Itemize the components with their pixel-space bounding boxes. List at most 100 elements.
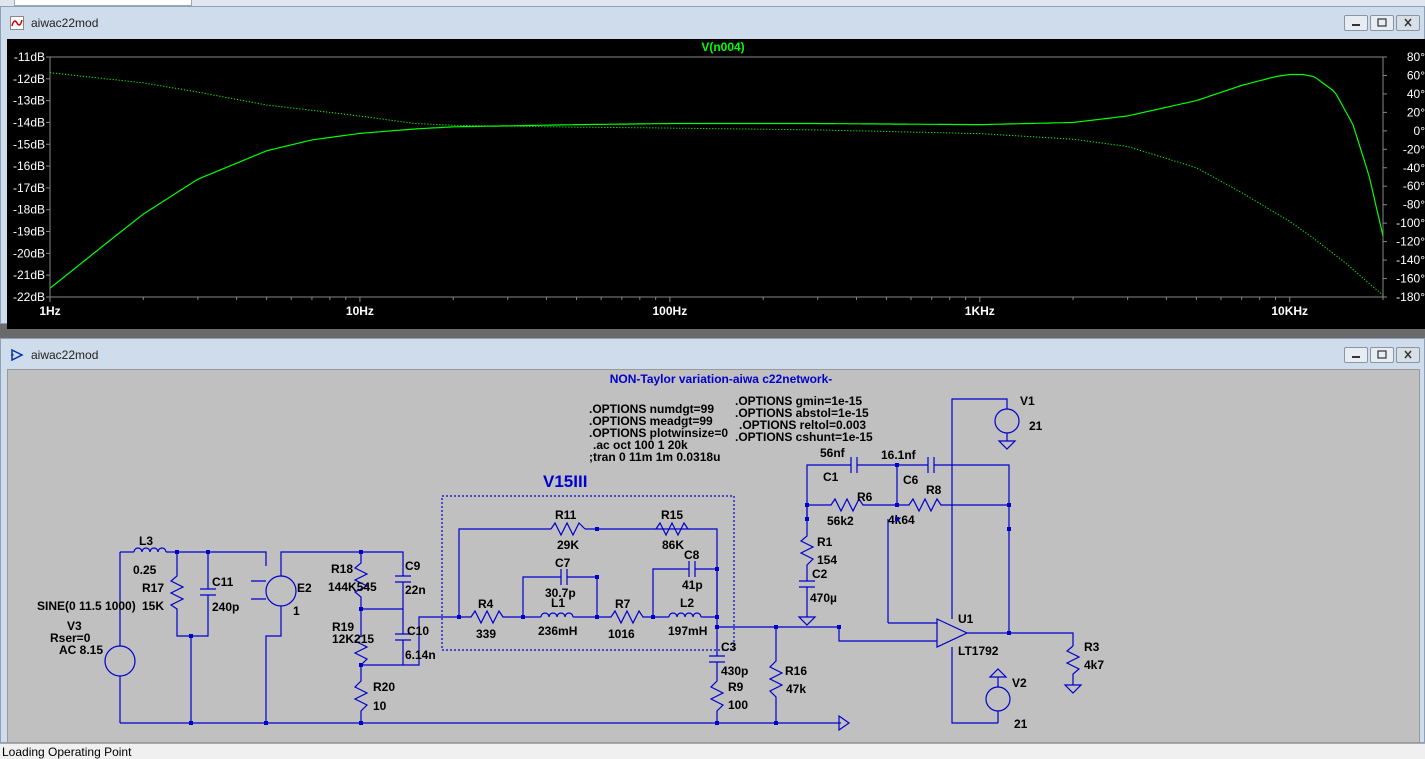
- component-name[interactable]: C9: [405, 559, 421, 573]
- component-value[interactable]: 1: [293, 604, 300, 618]
- component-name[interactable]: C8: [684, 548, 700, 562]
- source-spec[interactable]: AC 8.15: [59, 643, 103, 657]
- resistor-icon[interactable]: [573, 609, 669, 625]
- series-magnitude-line[interactable]: [49, 73, 1384, 289]
- component-value[interactable]: 144K545: [328, 580, 377, 594]
- voltage-source-icon[interactable]: [104, 645, 136, 677]
- component-name[interactable]: R19: [332, 620, 354, 634]
- inductor-icon[interactable]: [133, 547, 167, 553]
- directive-line[interactable]: ;tran 0 11m 1m 0.0318u: [589, 450, 720, 464]
- component-value[interactable]: 30.7p: [545, 586, 576, 600]
- component-value[interactable]: 236mH: [538, 624, 577, 638]
- resistor-icon[interactable]: [459, 609, 541, 625]
- component-name[interactable]: R9: [728, 680, 744, 694]
- component-value[interactable]: 197mH: [668, 624, 707, 638]
- component-value[interactable]: 86K: [662, 538, 684, 552]
- component-name[interactable]: R4: [478, 597, 494, 611]
- restore-button[interactable]: [1370, 347, 1394, 363]
- resistor-icon[interactable]: [655, 521, 689, 537]
- schematic-drawing[interactable]: NON-Taylor variation-aiwa c22network- .O…: [8, 370, 1419, 742]
- component-value[interactable]: 22n: [405, 583, 426, 597]
- opamp-icon[interactable]: [936, 618, 969, 648]
- waveform-plot[interactable]: V(n004) -11dB-12dB-13dB-14dB-15dB-16dB-1…: [7, 39, 1425, 329]
- close-button[interactable]: [1396, 347, 1420, 363]
- dependent-source-icon[interactable]: [265, 575, 297, 607]
- trace-name-label[interactable]: V(n004): [701, 40, 744, 54]
- component-name[interactable]: C2: [812, 567, 828, 581]
- directive-line[interactable]: .ac oct 100 1 20k: [593, 438, 688, 452]
- component-name[interactable]: C6: [903, 473, 919, 487]
- restore-button[interactable]: [1370, 15, 1394, 31]
- component-name[interactable]: R18: [331, 562, 353, 576]
- component-value[interactable]: 21: [1014, 717, 1028, 731]
- component-value[interactable]: 56nf: [820, 446, 846, 460]
- background-tab[interactable]: [14, 0, 192, 6]
- component-name[interactable]: V2: [1012, 676, 1027, 690]
- component-name[interactable]: R11: [555, 508, 577, 522]
- subcircuit-label[interactable]: V15III: [543, 472, 587, 491]
- component-value[interactable]: 4k64: [888, 513, 915, 527]
- component-value[interactable]: 16.1nf: [881, 448, 917, 462]
- inductor-icon[interactable]: [668, 612, 702, 618]
- component-value[interactable]: LT1792: [958, 644, 999, 658]
- directive-line[interactable]: .OPTIONS reltol=0.003: [739, 418, 866, 432]
- schematic-heading[interactable]: NON-Taylor variation-aiwa c22network-: [610, 372, 833, 386]
- component-value[interactable]: 240p: [212, 600, 239, 614]
- directive-line[interactable]: .OPTIONS gmin=1e-15: [735, 394, 862, 408]
- voltage-source-icon[interactable]: [994, 408, 1020, 434]
- directive-line[interactable]: .OPTIONS meadgt=99: [589, 414, 713, 428]
- component-name[interactable]: R8: [926, 483, 942, 497]
- component-name[interactable]: U1: [958, 612, 974, 626]
- source-spec[interactable]: SINE(0 11.5 1000): [37, 599, 136, 613]
- directive-line[interactable]: .OPTIONS abstol=1e-15: [735, 406, 869, 420]
- close-button[interactable]: [1396, 15, 1420, 31]
- component-value[interactable]: 1016: [608, 627, 635, 641]
- component-value[interactable]: 339: [476, 627, 496, 641]
- component-value[interactable]: 0.25: [133, 563, 157, 577]
- component-name[interactable]: R3: [1084, 640, 1100, 654]
- plot-canvas[interactable]: V(n004) -11dB-12dB-13dB-14dB-15dB-16dB-1…: [7, 39, 1425, 329]
- component-value[interactable]: 47k: [786, 682, 806, 696]
- component-value[interactable]: 154: [817, 553, 837, 567]
- component-value[interactable]: 29K: [557, 538, 579, 552]
- component-name[interactable]: L2: [680, 596, 694, 610]
- component-value[interactable]: 12K215: [332, 632, 374, 646]
- schematic-window-titlebar[interactable]: aiwac22mod: [1, 339, 1424, 369]
- resistor-icon[interactable]: [353, 552, 369, 723]
- component-name[interactable]: R15: [661, 508, 683, 522]
- resistor-icon[interactable]: [768, 627, 784, 723]
- component-value[interactable]: 21: [1029, 419, 1043, 433]
- component-name[interactable]: C10: [407, 624, 429, 638]
- resistor-icon[interactable]: [550, 521, 586, 537]
- resistor-icon[interactable]: [169, 552, 192, 723]
- series-phase-line[interactable]: [49, 72, 1384, 296]
- directive-line[interactable]: .OPTIONS cshunt=1e-15: [735, 430, 873, 444]
- directive-line[interactable]: .OPTIONS plotwinsize=0: [589, 426, 728, 440]
- component-name[interactable]: R20: [373, 680, 395, 694]
- component-name[interactable]: C7: [555, 556, 571, 570]
- component-name[interactable]: C1: [823, 470, 839, 484]
- component-value[interactable]: 470µ: [810, 591, 837, 605]
- component-value[interactable]: 10: [373, 699, 387, 713]
- voltage-source-icon[interactable]: [985, 686, 1011, 712]
- component-value[interactable]: 41p: [682, 578, 703, 592]
- component-name[interactable]: R1: [817, 535, 833, 549]
- plot-window-titlebar[interactable]: aiwac22mod: [1, 7, 1424, 37]
- resistor-icon[interactable]: [1063, 645, 1083, 694]
- component-value[interactable]: 430p: [721, 664, 748, 678]
- component-name[interactable]: C11: [212, 575, 234, 589]
- source-spec[interactable]: Rser=0: [50, 631, 91, 645]
- component-value[interactable]: 4k7: [1084, 658, 1104, 672]
- minimize-button[interactable]: [1344, 15, 1368, 31]
- subcircuit-group-box[interactable]: [441, 495, 735, 651]
- component-value[interactable]: 6.14n: [405, 648, 436, 662]
- component-name[interactable]: R7: [615, 597, 631, 611]
- component-value[interactable]: 100: [728, 698, 748, 712]
- component-value[interactable]: 56k2: [827, 514, 854, 528]
- schematic-canvas[interactable]: NON-Taylor variation-aiwa c22network- .O…: [7, 369, 1420, 743]
- component-name[interactable]: R6: [857, 490, 873, 504]
- inductor-icon[interactable]: [540, 612, 574, 618]
- component-name[interactable]: L1: [551, 596, 565, 610]
- component-name[interactable]: V3: [67, 619, 82, 633]
- component-name[interactable]: R17: [142, 581, 164, 595]
